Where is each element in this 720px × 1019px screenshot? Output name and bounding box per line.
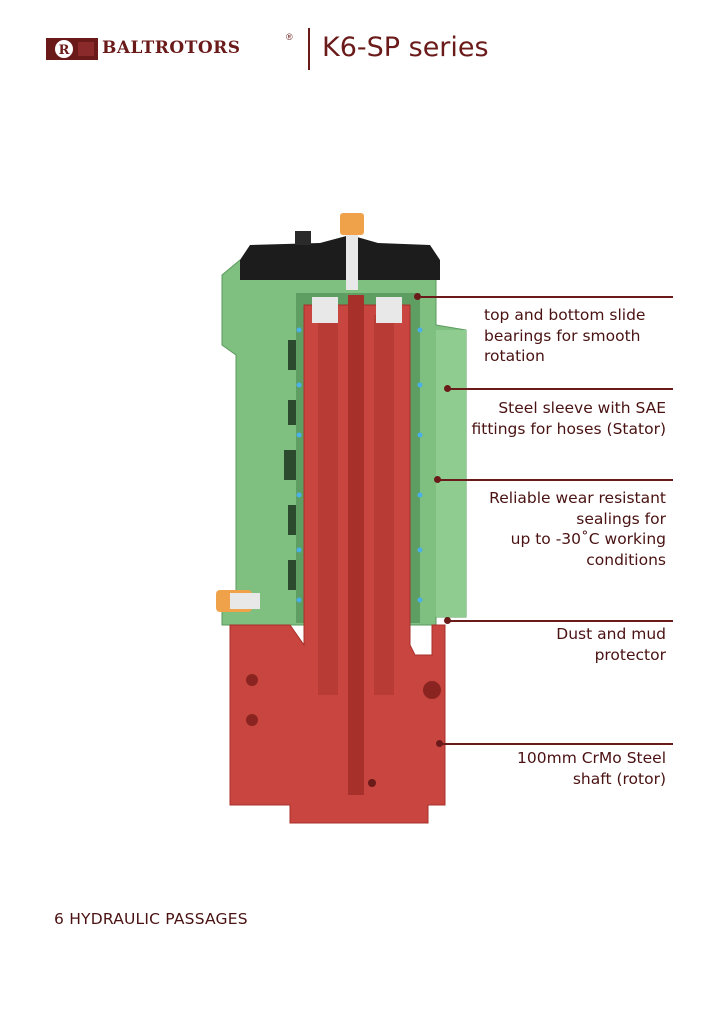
leader-dot-bearings xyxy=(414,293,421,300)
callout-bearings-line-2: bearings for smooth xyxy=(484,326,641,345)
page-header: R BALTROTORS ® K6-SP series xyxy=(46,28,686,72)
seal-markers xyxy=(296,327,423,603)
callout-shaft: 100mm CrMo Steel shaft (rotor) xyxy=(517,748,666,789)
callout-shaft-line-2: shaft (rotor) xyxy=(572,769,666,788)
callout-sealings-line-2: sealings for xyxy=(576,509,666,528)
registered-mark: ® xyxy=(286,32,293,42)
leader-sleeve xyxy=(448,388,673,390)
baltrotors-logo-icon: R xyxy=(46,38,98,60)
callout-sleeve-line-1: Steel sleeve with SAE xyxy=(498,399,666,417)
stator-grooves xyxy=(284,340,296,590)
leader-dot-shaft xyxy=(436,740,443,747)
callout-sealings-line-1: Reliable wear resistant xyxy=(489,489,666,507)
callout-bearings-line-3: rotation xyxy=(484,347,545,365)
leader-dot-protector xyxy=(444,617,451,624)
cap-nipple xyxy=(295,231,311,245)
callout-sleeve-line-2: fittings for hoses (Stator) xyxy=(471,419,667,438)
header-divider xyxy=(308,28,310,70)
page-title: K6-SP series xyxy=(322,32,489,63)
port-hole-1 xyxy=(246,674,258,686)
top-cap xyxy=(240,235,440,280)
callout-sealings-line-3: up to -30˚C working xyxy=(510,530,666,548)
callout-sleeve: Steel sleeve with SAE fittings for hoses… xyxy=(472,398,667,439)
shaft-bottom-hole xyxy=(368,779,376,787)
callout-sealings: Reliable wear resistant sealings for up … xyxy=(489,488,666,570)
top-bearing-right xyxy=(376,297,402,323)
stator-side-plate xyxy=(436,330,466,617)
callout-protector-line-1: Dust and mud xyxy=(556,625,666,643)
callout-protector-line-2: protector xyxy=(594,645,666,664)
callout-protector: Dust and mud protector xyxy=(556,624,666,665)
leader-sealings xyxy=(438,479,673,481)
callout-shaft-line-1: 100mm CrMo Steel xyxy=(517,749,666,767)
leader-dot-sleeve xyxy=(444,385,451,392)
footer-note: 6 HYDRAULIC PASSAGES xyxy=(54,910,248,928)
leader-dot-sealings xyxy=(434,476,441,483)
callout-bearings-line-1: top and bottom slide xyxy=(484,306,646,324)
top-bearing-left xyxy=(312,297,338,323)
leader-bearings xyxy=(418,296,673,298)
brand-name: BALTROTORS xyxy=(102,38,241,58)
swivel-cutaway-illustration xyxy=(216,213,467,824)
callout-bearings: top and bottom slide bearings for smooth… xyxy=(484,305,645,367)
svg-text:R: R xyxy=(59,43,70,58)
port-hole-3 xyxy=(423,681,441,699)
port-hole-2 xyxy=(246,714,258,726)
callout-sealings-line-4: conditions xyxy=(586,550,666,569)
rotor-passage xyxy=(348,295,364,795)
top-fitting xyxy=(340,213,364,235)
leader-shaft xyxy=(440,743,673,745)
leader-protector xyxy=(448,620,673,622)
